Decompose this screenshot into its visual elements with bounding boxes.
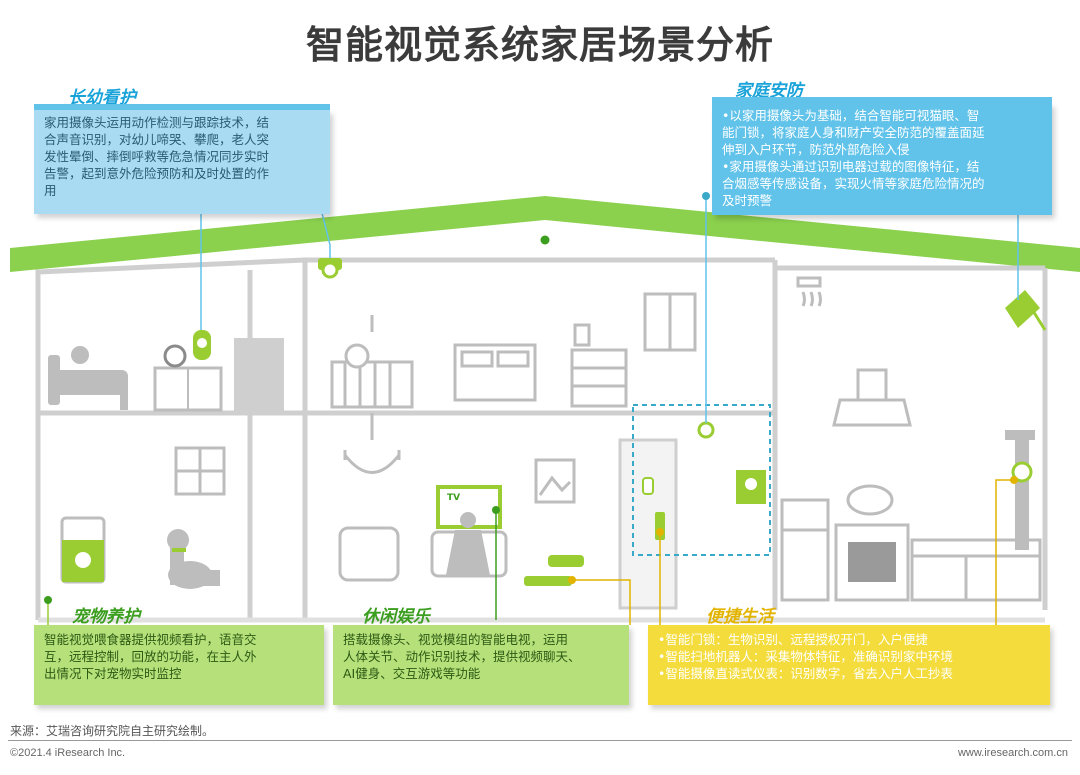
section-title-convenience: 便捷生活 xyxy=(706,607,774,627)
note-line: 合声音识别，对幼儿啼哭、攀爬，老人突 xyxy=(44,132,270,147)
note-line: •智能摄像直读式仪表：识别数字，省去入户人工抄表 xyxy=(658,666,953,681)
dog xyxy=(167,529,220,589)
wall-picture xyxy=(534,458,576,504)
note-line: 发性晕倒、摔倒呼救等危急情况同步实时 xyxy=(44,149,270,164)
nightstand xyxy=(153,330,223,412)
range-hood xyxy=(832,368,912,427)
note-line: 互，远程控制，回放的功能，在主人外 xyxy=(44,649,257,664)
front-door xyxy=(618,438,678,610)
baby-crib xyxy=(330,315,414,409)
website-link[interactable]: www.iresearch.com.cn xyxy=(957,747,1068,759)
note-line: 伸到入户环节，防范外部危险入侵 xyxy=(722,142,910,157)
note-line: 能门锁，将家庭人身和财产安全防范的覆盖面延 xyxy=(722,125,985,140)
section-title-pet-care: 宠物养护 xyxy=(72,607,140,627)
note-line: 智能视觉喂食器提供视频看护，语音交 xyxy=(44,632,257,647)
note-line: •家用摄像头通过识别电器过载的图像特征，结 xyxy=(722,159,980,174)
note-line: •以家用摄像头为基础，结合智能可视猫眼、智 xyxy=(722,108,980,123)
dresser xyxy=(570,323,628,408)
wardrobe xyxy=(234,338,284,413)
door-camera-icon xyxy=(697,421,715,439)
source-note: 来源：艾瑞咨询研究院自主研究绘制。 xyxy=(10,724,215,738)
pet-feeder xyxy=(60,516,106,584)
roof xyxy=(10,196,1080,272)
copyright: ©2021.4 iResearch Inc. xyxy=(10,747,126,759)
note-line: 用 xyxy=(44,183,57,198)
note-pet-care: 智能视觉喂食器提供视频看护，语音交 互，远程控制，回放的功能，在主人外 出情况下… xyxy=(34,625,324,705)
entrance-highlight xyxy=(632,404,771,556)
note-line: 告警，起到意外危险预防和及时处置的作 xyxy=(44,166,270,181)
sofa xyxy=(430,530,508,578)
window-downstairs xyxy=(174,446,226,496)
house-walls xyxy=(35,257,1048,623)
note-line: 搭载摄像头、视觉模组的智能电视，运用 xyxy=(343,632,569,647)
note-leisure: 搭载摄像头、视觉模组的智能电视，运用 人体关节、动作识别技术，提供视频聊天、 A… xyxy=(333,625,629,705)
armchair xyxy=(338,526,400,582)
robot-vacuum xyxy=(524,555,584,586)
window-upstairs xyxy=(643,292,697,352)
section-title-elder-child: 长幼看护 xyxy=(68,88,136,108)
note-top-bar xyxy=(712,97,1052,105)
smoke-detector xyxy=(796,276,822,307)
video-intercom xyxy=(736,470,766,504)
wall-camera-icon xyxy=(1005,290,1047,331)
note-line: 合烟感等传感设备，实现火情等家庭危险情况的 xyxy=(722,176,985,191)
person-meditating xyxy=(446,512,490,575)
note-home-security: •以家用摄像头为基础，结合智能可视猫眼、智 能门锁，将家庭人身和财产安全防范的覆… xyxy=(712,103,1052,215)
note-top-bar xyxy=(34,104,330,112)
tv-label: TV xyxy=(447,493,460,503)
note-line: 出情况下对宠物实时监控 xyxy=(44,666,182,681)
kitchen-counter xyxy=(910,538,1042,602)
note-line: •智能扫地机器人：采集物体特征，准确识别家中环境 xyxy=(658,649,953,664)
note-convenience: •智能门锁：生物识别、远程授权开门，入户便捷 •智能扫地机器人：采集物体特征，准… xyxy=(648,625,1050,705)
section-title-home-security: 家庭安防 xyxy=(735,81,803,101)
stove-oven xyxy=(834,484,910,602)
elder-in-bed xyxy=(48,346,128,410)
ceiling-camera-icon xyxy=(318,258,342,279)
footer-divider xyxy=(8,740,1072,741)
water-meter-pipe xyxy=(1005,430,1035,550)
note-elder-child: 家用摄像头运用动作检测与跟踪技术，结 合声音识别，对幼儿啼哭、攀爬，老人突 发性… xyxy=(34,110,330,214)
section-title-leisure: 休闲娱乐 xyxy=(362,607,430,627)
page-title: 智能视觉系统家居场景分析 xyxy=(305,23,774,67)
note-line: 家用摄像头运用动作检测与跟踪技术，结 xyxy=(44,115,270,130)
bed xyxy=(453,343,537,402)
note-line: 及时预警 xyxy=(722,193,773,208)
note-line: AI健身、交互游戏等功能 xyxy=(343,666,481,681)
note-line: 人体关节、动作识别技术，提供视频聊天、 xyxy=(343,649,581,664)
note-line: •智能门锁：生物识别、远程授权开门，入户便捷 xyxy=(658,632,928,647)
chandelier xyxy=(343,413,401,474)
fridge xyxy=(780,498,830,602)
